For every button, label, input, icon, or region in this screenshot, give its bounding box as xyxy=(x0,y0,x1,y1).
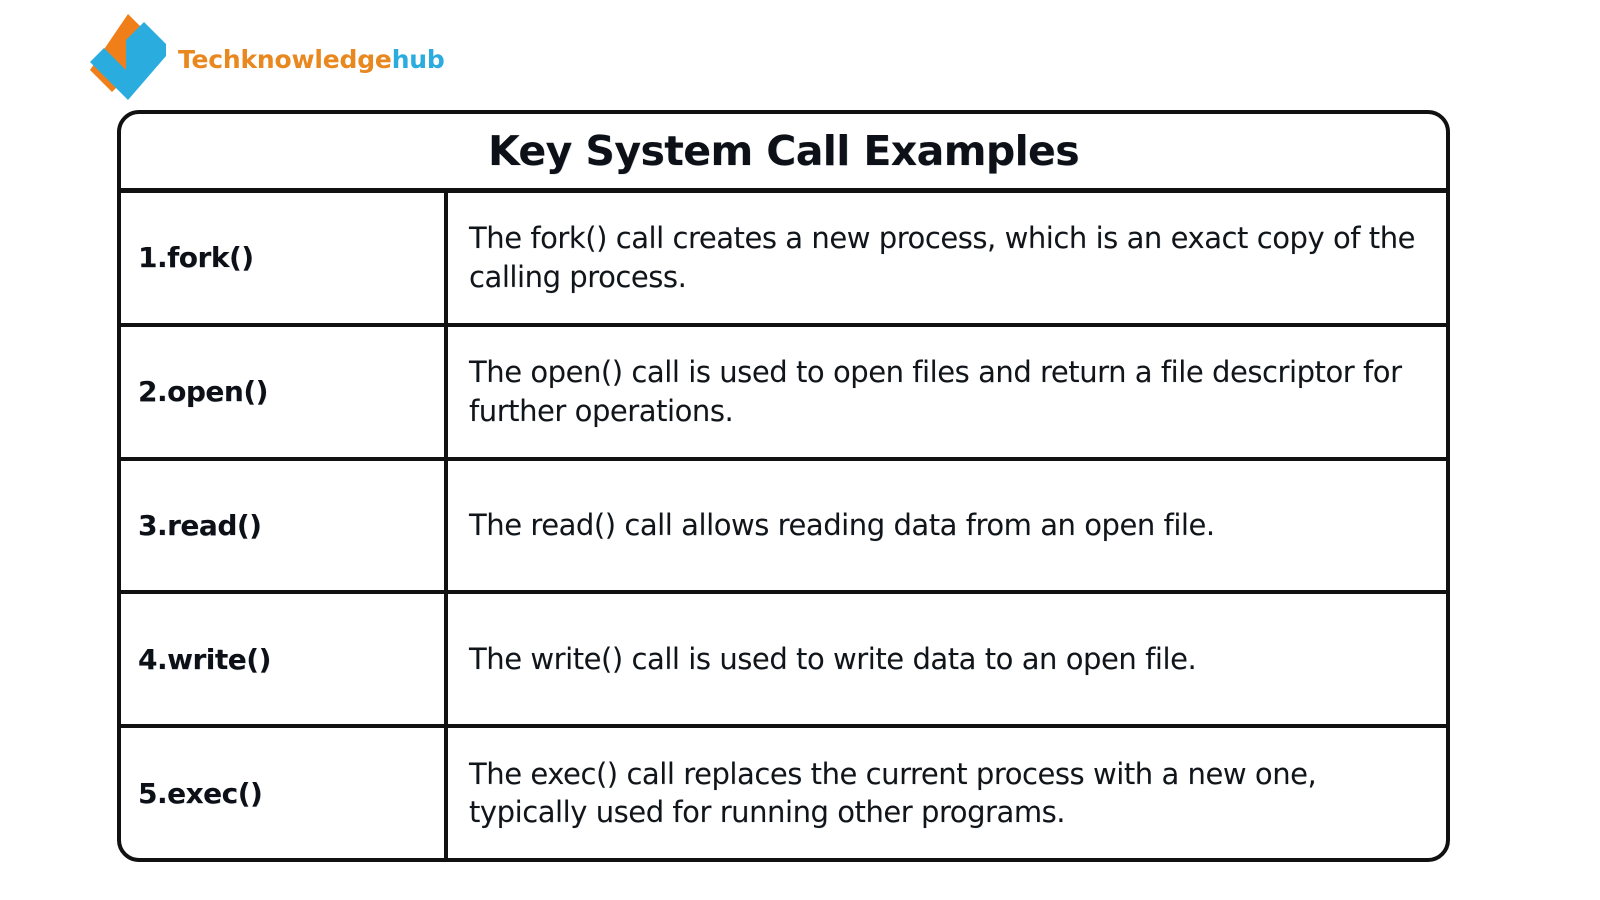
syscall-description-text: The fork() call creates a new process, w… xyxy=(469,221,1416,294)
system-call-table: Key System Call Examples 1.fork() The fo… xyxy=(121,114,1446,858)
table-row: 5.exec() The exec() call replaces the cu… xyxy=(121,728,1446,858)
table-cell-syscall-description: The fork() call creates a new process, w… xyxy=(448,193,1446,323)
table-cell-syscall-name: 5.exec() xyxy=(121,728,448,858)
syscall-description-text: The open() call is used to open files an… xyxy=(469,355,1402,428)
syscall-description-text: The write() call is used to write data t… xyxy=(469,642,1197,676)
syscall-description-text: The exec() call replaces the current pro… xyxy=(469,756,1317,830)
table-cell-syscall-description: The open() call is used to open files an… xyxy=(448,327,1446,457)
brand-name-primary: Techknowledge xyxy=(178,44,392,74)
syscall-name-label: 5.exec() xyxy=(138,776,263,810)
table-cell-syscall-description: The write() call is used to write data t… xyxy=(448,594,1446,724)
brand-logo: Techknowledgehub xyxy=(86,10,445,104)
syscall-name-label: 4.write() xyxy=(138,642,271,676)
syscall-name-label: 2.open() xyxy=(138,375,268,409)
page-title: Key System Call Examples xyxy=(487,127,1080,175)
syscall-description-text: The read() call allows reading data from… xyxy=(469,508,1215,543)
syscall-name-label: 1.fork() xyxy=(138,241,254,275)
table-body: 1.fork() The fork() call creates a new p… xyxy=(121,193,1446,858)
table-row: 3.read() The read() call allows reading … xyxy=(121,460,1446,595)
table-cell-syscall-name: 1.fork() xyxy=(121,193,448,323)
syscall-name-label: 3.read() xyxy=(138,508,262,542)
table-row: 1.fork() The fork() call creates a new p… xyxy=(121,193,1446,327)
table-title-row: Key System Call Examples xyxy=(121,114,1446,193)
table-row: 4.write() The write() call is used to wr… xyxy=(121,594,1446,729)
table-cell-syscall-description: The read() call allows reading data from… xyxy=(448,461,1446,591)
table-cell-syscall-description: The exec() call replaces the current pro… xyxy=(448,728,1446,858)
table-cell-syscall-name: 4.write() xyxy=(121,594,448,725)
table-cell-syscall-name: 2.open() xyxy=(121,326,448,457)
brand-name-secondary: hub xyxy=(391,44,445,74)
system-call-table-card: Key System Call Examples 1.fork() The fo… xyxy=(117,110,1450,862)
brand-name: Techknowledgehub xyxy=(178,43,445,72)
techknowledgehub-diamond-logo-icon xyxy=(90,14,166,100)
table-row: 2.open() The open() call is used to open… xyxy=(121,326,1446,461)
table-cell-syscall-name: 3.read() xyxy=(121,460,448,591)
